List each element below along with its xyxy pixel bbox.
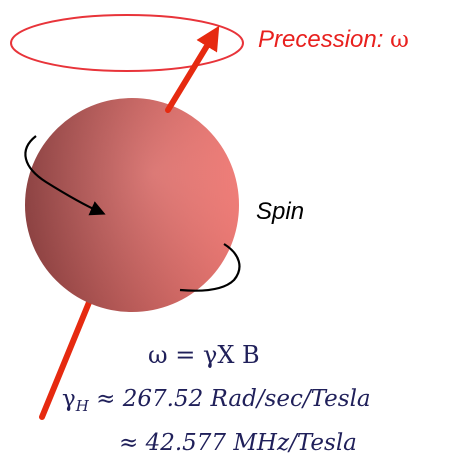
omega-symbol: ω [148,341,168,369]
gamma-h-symbol: γ [62,386,76,412]
gyromagnetic-ratio-rad: γH ≈ 267.52 Rad/sec/Tesla [62,386,371,415]
equals-sign: = [175,341,196,369]
spin-axis-lower [39,297,93,420]
precession-label: Precession: ω [258,26,409,54]
spin-axis-upper [165,25,220,113]
curved-arrow-icon [179,243,241,292]
gamma-h-value: ≈ 267.52 Rad/sec/Tesla [96,386,371,412]
gamma-symbol: γ [202,341,218,369]
precession-text: Precession: [258,26,384,53]
curved-arrow-icon [24,135,106,216]
gyromagnetic-ratio-mhz: ≈ 42.577 MHz/Tesla [119,430,357,456]
precession-omega-symbol: ω [390,27,409,53]
proton-sphere-shading [25,98,239,312]
larmor-equation: ω = γX B [148,341,260,369]
precession-ring [10,14,244,72]
gamma-h-subscript: H [75,397,89,415]
times-b: X B [217,341,260,369]
spin-label: Spin [256,198,305,225]
